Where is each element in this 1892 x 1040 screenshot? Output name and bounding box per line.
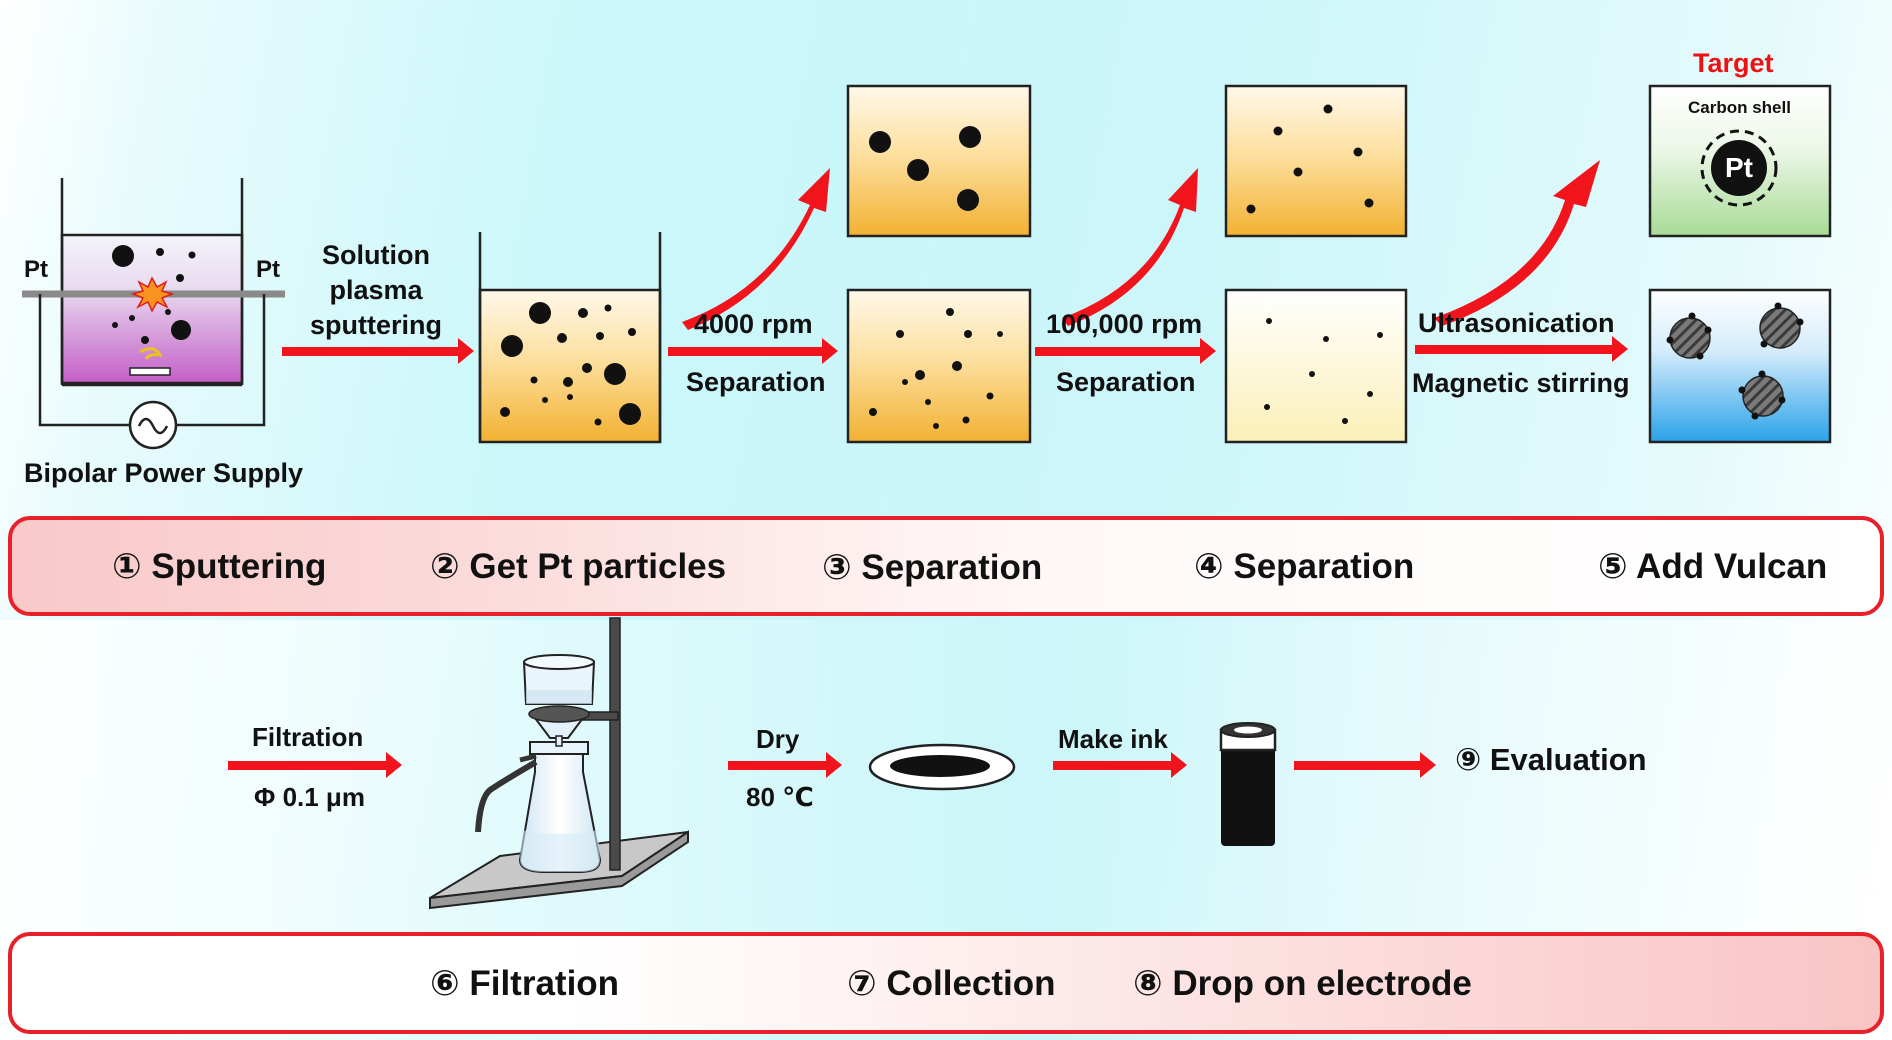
step-6-filtration: ⑥ Filtration: [430, 964, 620, 1003]
box-mid-particles: [846, 288, 1032, 444]
ink-vial-icon: [1219, 722, 1277, 846]
label-carbon-shell: Carbon shell: [1688, 98, 1791, 117]
box-large-particles: [846, 84, 1032, 238]
label-ultrasonication: Ultrasonication: [1418, 308, 1615, 338]
step-3-separation: ③ Separation: [822, 548, 1043, 587]
dry-dish-icon: [868, 743, 1016, 791]
stir-bar-icon: [139, 347, 163, 360]
support-rod: [609, 617, 621, 871]
sputtering-vessel: [22, 178, 285, 450]
label-filtration: Filtration: [252, 722, 364, 752]
beaker-pt-particles: [478, 232, 662, 444]
label-pt-right: Pt: [256, 256, 280, 283]
vacuum-hose: [475, 759, 538, 833]
plasma-spark-icon: [130, 276, 175, 313]
stir-bar: [129, 367, 171, 376]
box-vulcan-support: [1648, 288, 1832, 444]
label-magnetic-stirring: Magnetic stirring: [1412, 368, 1630, 398]
label-target: Target: [1693, 48, 1774, 78]
arrows: [228, 160, 1628, 778]
box-target-carbon-shell: [1648, 84, 1832, 238]
label-phi: Φ 0.1 μm: [254, 782, 365, 812]
step-4-separation: ④ Separation: [1194, 547, 1415, 586]
label-separation-1: Separation: [686, 367, 826, 397]
label-plasma: plasma: [329, 275, 423, 305]
label-pt-core: Pt: [1725, 152, 1753, 183]
steps-banner-bottom: ⑥ Filtration ⑦ Collection ⑧ Drop on elec…: [8, 932, 1884, 1034]
label-100000-rpm: 100,000 rpm: [1046, 309, 1203, 339]
box-small-particles-top: [1224, 84, 1408, 238]
steps-banner-top: ① Sputtering ② Get Pt particles ③ Separa…: [8, 516, 1884, 616]
label-evaluation: ⑨ Evaluation: [1455, 742, 1647, 777]
label-dry: Dry: [756, 724, 800, 754]
box-small-particles-bottom: [1224, 288, 1408, 444]
step-8-drop-on-electrode: ⑧ Drop on electrode: [1133, 964, 1472, 1003]
step-7-collection: ⑦ Collection: [847, 964, 1056, 1003]
filtration-apparatus: [429, 617, 689, 910]
label-bipolar-power-supply: Bipolar Power Supply: [24, 458, 304, 488]
label-separation-2: Separation: [1056, 367, 1196, 397]
label-solution-plasma-sputtering: Solution plasma sputtering: [296, 238, 456, 343]
step-5-add-vulcan: ⑤ Add Vulcan: [1598, 547, 1828, 586]
step-2-get-pt-particles: ② Get Pt particles: [430, 547, 727, 586]
label-sputtering: sputtering: [310, 310, 442, 340]
label-4000-rpm: 4000 rpm: [694, 309, 813, 339]
label-solution: Solution: [322, 240, 430, 270]
step-1-sputtering: ① Sputtering: [112, 547, 327, 586]
label-pt-left: Pt: [24, 256, 48, 283]
label-temperature: 80 ℃: [746, 782, 814, 812]
label-make-ink: Make ink: [1058, 724, 1168, 754]
